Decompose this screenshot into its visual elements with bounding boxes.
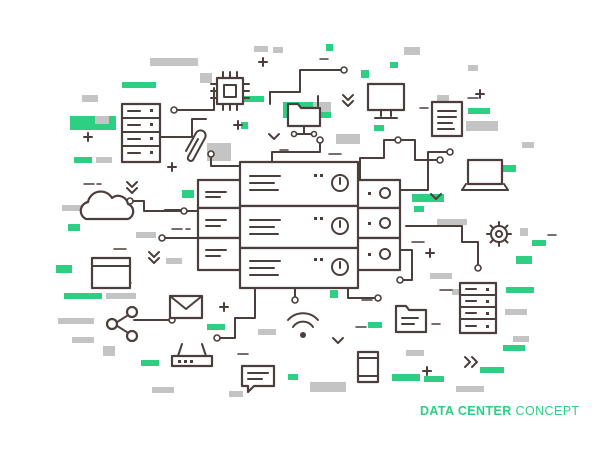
share-icon (105, 305, 139, 343)
cloud-icon (79, 190, 135, 221)
paperclip-icon (185, 129, 207, 162)
envelope-icon (168, 294, 204, 320)
folder-network-icon (286, 102, 322, 138)
caption-concept: CONCEPT (515, 404, 580, 418)
wifi-icon (287, 312, 319, 338)
server-rack-icon (120, 102, 162, 164)
laptop-icon (461, 158, 509, 191)
central-server-stack-icon (196, 160, 402, 290)
caption-data-center: DATA CENTER (420, 404, 512, 418)
decorative-dashes (83, 58, 557, 355)
document-icon (430, 100, 464, 138)
decorative-plus-marks (83, 57, 485, 376)
router-icon (170, 343, 214, 368)
gear-icon (486, 221, 512, 247)
caption-title: DATA CENTER CONCEPT (420, 404, 579, 418)
chat-bubble-icon (240, 364, 276, 394)
chevron-icons (126, 94, 478, 368)
smartphone-icon (356, 350, 380, 384)
monitor-icon (366, 82, 406, 119)
folder-icon (394, 304, 428, 334)
cpu-chip-icon (210, 71, 250, 111)
server-rack-small-icon (458, 281, 498, 335)
browser-window-icon (90, 256, 132, 290)
